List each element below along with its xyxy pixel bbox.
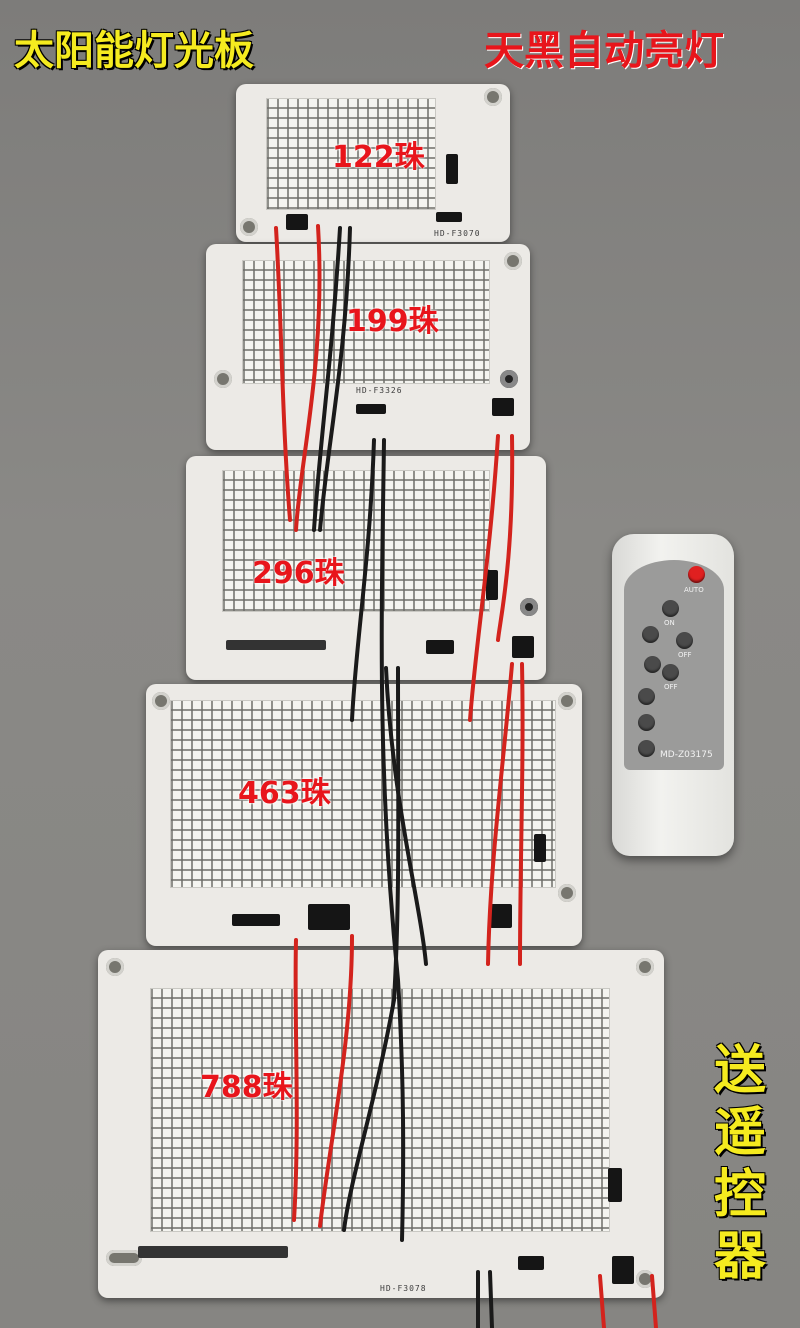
chip xyxy=(486,570,498,600)
chip xyxy=(512,636,534,658)
chip xyxy=(612,1256,634,1284)
led-panel-463 xyxy=(146,684,582,946)
led-count-788: 788珠 xyxy=(200,1070,293,1105)
mount-hole xyxy=(558,884,576,902)
remote-model: MD-Z03175 xyxy=(660,750,713,760)
chip xyxy=(308,904,350,930)
caption-char: 送 xyxy=(713,1041,766,1101)
chip xyxy=(436,212,462,222)
remote-button-panel: AUTO ON OFF OFF MD-Z03175 xyxy=(624,560,724,770)
red-wire xyxy=(468,434,500,722)
mount-hole xyxy=(106,1250,142,1266)
led-count-296: 296珠 xyxy=(252,556,345,591)
auto-button[interactable] xyxy=(688,566,705,583)
led-matrix xyxy=(242,260,490,384)
auto-label: AUTO xyxy=(684,586,704,594)
red-wire xyxy=(598,1274,606,1328)
mount-hole xyxy=(106,958,124,976)
remote-button[interactable] xyxy=(638,740,655,757)
red-wire xyxy=(294,224,322,532)
chip xyxy=(518,1256,544,1270)
remote-button[interactable] xyxy=(638,688,655,705)
remote-button[interactable] xyxy=(638,714,655,731)
black-wire xyxy=(350,438,376,722)
caption-char: 器 xyxy=(713,1227,766,1287)
mount-hole xyxy=(520,598,538,616)
chip xyxy=(534,834,546,862)
chip xyxy=(608,1168,622,1202)
banner-right: 天黑自动亮灯 xyxy=(484,28,724,74)
mount-hole xyxy=(152,692,170,710)
off-label: OFF xyxy=(678,651,692,659)
led-count-463: 463珠 xyxy=(238,776,331,811)
led-count-122: 122珠 xyxy=(332,140,425,175)
banner-left: 太阳能灯光板 xyxy=(14,28,254,74)
chip xyxy=(426,640,454,654)
remote-button[interactable] xyxy=(662,664,679,681)
red-wire xyxy=(318,934,354,1228)
red-wire xyxy=(518,662,525,966)
pcb-model-text: HD-F3070 xyxy=(434,229,481,238)
remote-included-caption: 送 遥 控 器 xyxy=(700,1040,780,1288)
chip xyxy=(286,214,308,230)
black-wire xyxy=(342,666,401,1232)
led-matrix xyxy=(222,470,490,612)
chip xyxy=(356,404,386,414)
remote-button[interactable] xyxy=(644,656,661,673)
red-wire xyxy=(650,1274,658,1328)
black-wire xyxy=(318,226,352,532)
pcb-model-text: HD-F3078 xyxy=(380,1284,427,1293)
mount-hole xyxy=(214,370,232,388)
led-panel-122: HD-F3070 xyxy=(236,84,510,242)
red-wire xyxy=(292,938,299,1222)
remote-button[interactable] xyxy=(662,600,679,617)
led-panel-199: HD-F3326 xyxy=(206,244,530,450)
chip xyxy=(492,398,514,416)
red-wire xyxy=(486,662,514,966)
off-label: OFF xyxy=(664,683,678,691)
remote-control: AUTO ON OFF OFF MD-Z03175 xyxy=(612,534,734,856)
chip xyxy=(138,1246,288,1258)
chip xyxy=(490,904,512,928)
mount-hole xyxy=(240,218,258,236)
pcb-model-text: HD-F3326 xyxy=(356,386,403,395)
led-matrix xyxy=(150,988,610,1232)
caption-char: 遥 xyxy=(713,1103,766,1163)
caption-char: 控 xyxy=(713,1165,766,1225)
remote-button[interactable] xyxy=(642,626,659,643)
black-wire xyxy=(312,226,342,532)
remote-button[interactable] xyxy=(676,632,693,649)
led-matrix xyxy=(170,700,556,888)
on-label: ON xyxy=(664,619,675,627)
black-wire xyxy=(379,438,406,1242)
mount-hole xyxy=(484,88,502,106)
led-matrix xyxy=(266,98,436,210)
mount-hole xyxy=(558,692,576,710)
chip xyxy=(226,640,326,650)
chip xyxy=(232,914,280,926)
mount-hole xyxy=(636,1270,654,1288)
led-count-199: 199珠 xyxy=(346,304,439,339)
mount-hole xyxy=(500,370,518,388)
chip xyxy=(446,154,458,184)
black-wire xyxy=(384,666,428,966)
red-wire xyxy=(274,226,292,522)
mount-hole xyxy=(504,252,522,270)
black-wire xyxy=(488,1270,494,1328)
red-wire xyxy=(496,434,515,642)
mount-hole xyxy=(636,958,654,976)
led-panel-788: HD-F3078 xyxy=(98,950,664,1298)
